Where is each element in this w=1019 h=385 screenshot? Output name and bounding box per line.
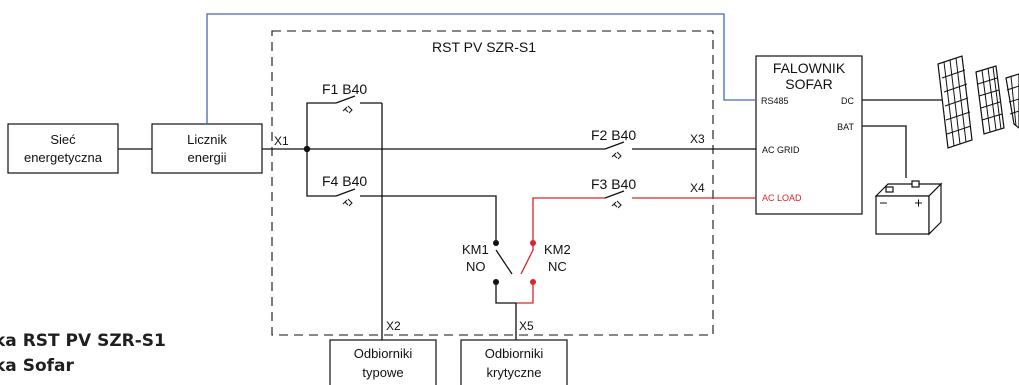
enclosure-title: RST PV SZR-S1 [432,39,536,55]
contact-icon [493,279,499,285]
terminal-x4: X4 [690,181,705,195]
wire-km2-to-f3 [532,197,605,243]
breaker-f3-label: F3 B40 [591,176,636,192]
meter-label-line2: energii [187,150,226,165]
battery-icon [874,180,943,236]
wire-km1-out [495,285,516,304]
breaker-f4-label: F4 B40 [322,173,367,189]
inverter-label-line2: SOFAR [785,76,832,92]
rs485-communication-line [206,13,756,124]
wire-f4-to-km1 [360,195,497,242]
wire-f4-branch [306,149,336,197]
port-ac-grid: AC GRID [762,145,800,155]
breaker-icon [342,198,353,207]
breaker-f1-label: F1 B40 [322,81,367,97]
contact-icon [493,240,499,246]
breaker-icon [342,105,353,114]
wire-km2-out [516,285,534,304]
critical-loads-box: Odbiorniki krytyczne [460,339,568,385]
inverter-box: FALOWNIK SOFAR RS485 DC BAT AC GRID AC L… [755,55,863,215]
typical-loads-box: Odbiorniki typowe [329,339,437,385]
breaker-f1: F1 B40 [322,81,367,114]
meter-label-line1: Licznik [187,132,227,147]
caption-line1: ka RST PV SZR-S1 [0,331,166,351]
solar-panel-icon [937,55,1019,149]
breaker-f2: F2 B40 [591,127,636,160]
terminal-x1: X1 [274,134,289,148]
typical-loads-line2: typowe [362,365,403,380]
km2-type: NC [548,259,567,274]
port-bat: BAT [837,122,854,132]
terminal-x2: X2 [386,319,401,333]
km1-type: NO [466,259,486,274]
port-ac-load: AC LOAD [762,193,802,203]
caption-line2: ka Sofar [0,356,74,376]
enclosure-outline [271,30,714,336]
typical-loads-line1: Odbiorniki [354,346,413,361]
breaker-f4: F4 B40 [322,173,367,207]
terminal-x5: X5 [519,319,534,333]
breaker-f2-label: F2 B40 [591,127,636,143]
grid-label-line1: Sieć [50,132,76,147]
meter-box: Licznik energii [151,123,263,174]
critical-loads-line1: Odbiorniki [485,346,544,361]
wire-bat-to-battery [862,125,907,178]
port-rs485: RS485 [761,96,789,106]
critical-loads-line2: krytyczne [487,365,542,380]
km2-name: KM2 [544,242,571,257]
breaker-icon [611,200,622,209]
contactor-km1: KM1 NO [462,240,513,285]
inverter-label-line1: FALOWNIK [773,60,846,76]
km1-name: KM1 [462,242,489,257]
grid-label-line2: energetyczna [24,150,103,165]
port-dc: DC [841,96,854,106]
terminal-x3: X3 [690,132,705,146]
breaker-icon [611,151,622,160]
breaker-f3: F3 B40 [591,176,636,209]
wire-f1-branch [306,102,336,149]
grid-box: Sieć energetyczna [7,123,119,174]
contact-icon [530,279,536,285]
contactor-km2: KM2 NC [520,240,571,285]
